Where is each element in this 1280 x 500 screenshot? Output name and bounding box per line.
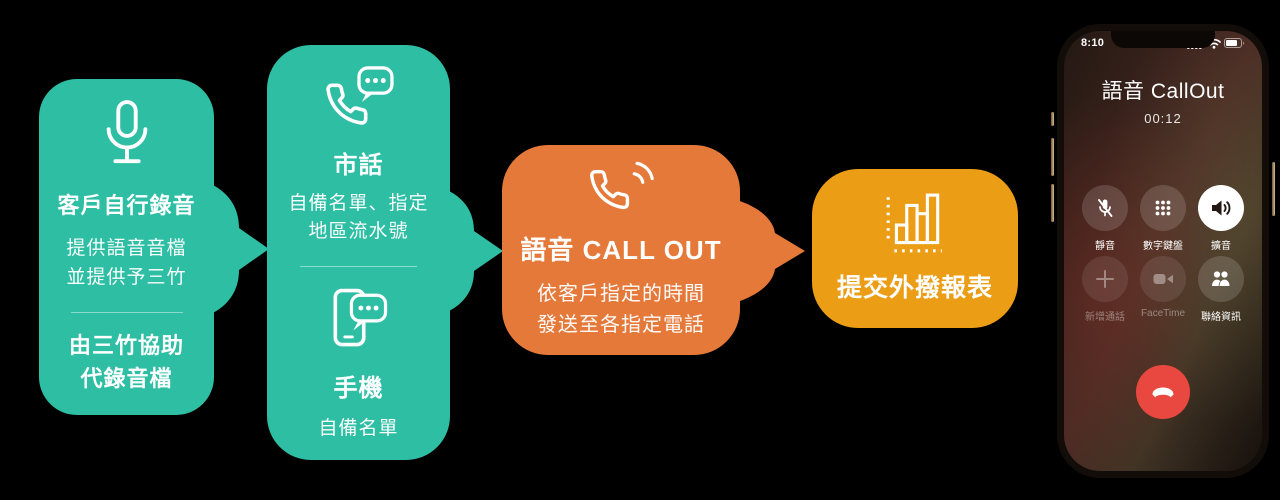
divider (299, 265, 418, 267)
keypad-label: 數字鍵盤 (1143, 241, 1183, 252)
contacts-icon (1198, 256, 1244, 302)
step3-desc-line2: 發送至各指定電話 (537, 314, 705, 336)
phone-waves-icon (587, 159, 655, 220)
keypad-icon (1140, 185, 1186, 231)
speaker-icon (1198, 185, 1244, 231)
landline-chat-icon (322, 65, 396, 135)
step3-desc-line1: 依客戶指定的時間 (537, 283, 705, 305)
flow-arrow-3 (737, 200, 805, 302)
mute-icon (1082, 185, 1128, 231)
call-screen: 8:10 (1064, 31, 1262, 471)
status-time: 8:10 (1081, 37, 1105, 49)
mobile-chat-icon (323, 283, 395, 358)
keypad-button[interactable]: 數字鍵盤 (1140, 185, 1186, 252)
step-report: 提交外撥報表 (812, 169, 1018, 328)
flow-arrow-2 (447, 190, 503, 312)
call-controls: 靜音 數字鍵盤 (1076, 185, 1250, 323)
mobile-title: 手機 (333, 374, 384, 402)
facetime-button: FaceTime (1140, 256, 1186, 323)
end-call-button[interactable] (1136, 365, 1190, 419)
step1-desc-line1: 提供語音音檔 (66, 238, 187, 259)
flow-arrow-1 (211, 184, 269, 314)
step1-desc-line2: 並提供予三竹 (66, 267, 187, 288)
mute-label: 靜音 (1095, 241, 1115, 252)
landline-desc-line1: 自備名單、指定 (288, 192, 429, 214)
step1-alt-line1: 由三竹協助 (68, 333, 184, 358)
mute-switch (1051, 112, 1054, 126)
power-button (1272, 162, 1275, 216)
landline-desc-line2: 地區流水號 (308, 220, 409, 242)
step-voice-callout: 語音 CALL OUT 依客戶指定的時間 發送至各指定電話 (502, 145, 740, 355)
speaker-label: 擴音 (1211, 241, 1231, 252)
bar-chart-icon (882, 193, 948, 260)
microphone-icon (96, 99, 158, 174)
contacts-button[interactable]: 聯絡資訊 (1198, 256, 1244, 323)
call-timer: 00:12 (1144, 111, 1182, 126)
contacts-label: 聯絡資訊 (1201, 312, 1241, 323)
step1-title: 客戶自行錄音 (57, 193, 196, 218)
step1-alt-line2: 代錄音檔 (80, 366, 173, 391)
mute-button[interactable]: 靜音 (1082, 185, 1128, 252)
add-call-label: 新增通話 (1085, 312, 1125, 323)
add-call-icon (1082, 256, 1128, 302)
add-call-button: 新增通話 (1082, 256, 1128, 323)
phone-bezel: 8:10 (1057, 24, 1269, 478)
step4-title: 提交外撥報表 (836, 274, 993, 302)
speaker-button[interactable]: 擴音 (1198, 185, 1244, 252)
caller-name: 語音 CallOut (1101, 80, 1225, 103)
volume-up-button (1051, 138, 1054, 176)
landline-title: 市話 (333, 151, 384, 179)
divider (70, 312, 183, 313)
facetime-icon (1140, 256, 1186, 302)
step-call-targets: 市話 自備名單、指定 地區流水號 手機 自備名單 (267, 45, 450, 460)
step-customer-recording: 客戶自行錄音 提供語音音檔 並提供予三竹 由三竹協助 代錄音檔 (39, 79, 214, 415)
step3-title: 語音 CALL OUT (520, 235, 722, 265)
end-call-icon (1152, 387, 1174, 398)
iphone-mockup: 8:10 (1051, 20, 1275, 482)
mobile-desc-line1: 自備名單 (318, 417, 399, 439)
facetime-label: FaceTime (1140, 308, 1186, 319)
volume-down-button (1051, 184, 1054, 222)
notch (1111, 31, 1215, 48)
battery-icon (1224, 37, 1244, 48)
